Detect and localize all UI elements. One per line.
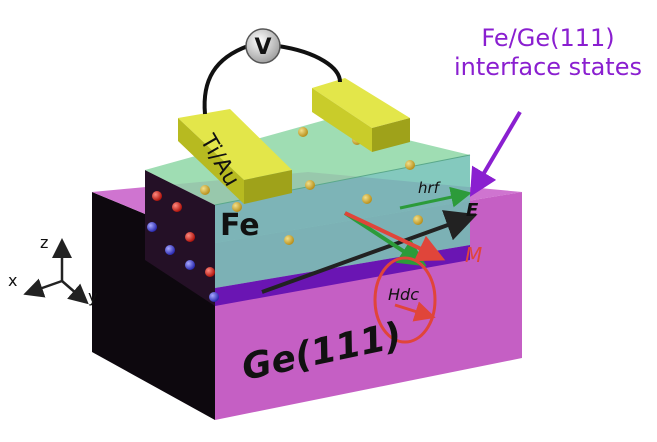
interface-label-line2: interface states [454, 53, 642, 81]
film-left-face [145, 170, 215, 306]
z-axis-label: z [40, 233, 48, 252]
spin-sphere [305, 180, 315, 190]
hole-sphere [209, 292, 219, 302]
electric-field-arrow [261, 210, 478, 294]
magnetization-arrow [344, 211, 446, 262]
rf-field-arrow [399, 186, 472, 210]
spin-sphere [413, 215, 423, 225]
ti-au-contact-left [178, 109, 292, 204]
interface-pointer-arrow [469, 110, 522, 197]
voltmeter-wire-right [277, 44, 342, 83]
x-axis [23, 278, 63, 298]
electric-field-label: E [466, 200, 479, 221]
rf-field-label: hrf [418, 179, 442, 197]
y-axis-label: y [88, 287, 97, 306]
spin-sphere [200, 185, 210, 195]
film-label: Fe [220, 208, 260, 243]
electron-sphere [152, 191, 162, 201]
voltmeter-wire-left [202, 44, 249, 115]
coordinate-axes: z x y [8, 233, 97, 306]
hole-sphere [147, 222, 157, 232]
ti-au-contact-right [312, 78, 410, 152]
spin-sphere [284, 235, 294, 245]
interface-charges [147, 191, 219, 302]
spin-sphere [405, 160, 415, 170]
spin-sphere [232, 202, 242, 212]
x-axis-label: x [8, 271, 17, 290]
electron-sphere [205, 267, 215, 277]
spin-sphere [362, 194, 372, 204]
voltmeter-label: V [254, 35, 271, 60]
interface-label-line1: Fe/Ge(111) [481, 24, 614, 52]
y-axis [61, 280, 89, 305]
electron-sphere [185, 232, 195, 242]
dc-field-label: Hdc [388, 285, 419, 304]
green-moment-arrow [343, 211, 427, 267]
precession-loop [373, 256, 437, 344]
magnetization-label: M [465, 243, 482, 267]
spin-sphere [298, 127, 308, 137]
dc-field-arrow [394, 301, 436, 322]
voltmeter-icon [245, 28, 281, 64]
electron-sphere [172, 202, 182, 212]
hole-sphere [165, 245, 175, 255]
hole-sphere [185, 260, 195, 270]
